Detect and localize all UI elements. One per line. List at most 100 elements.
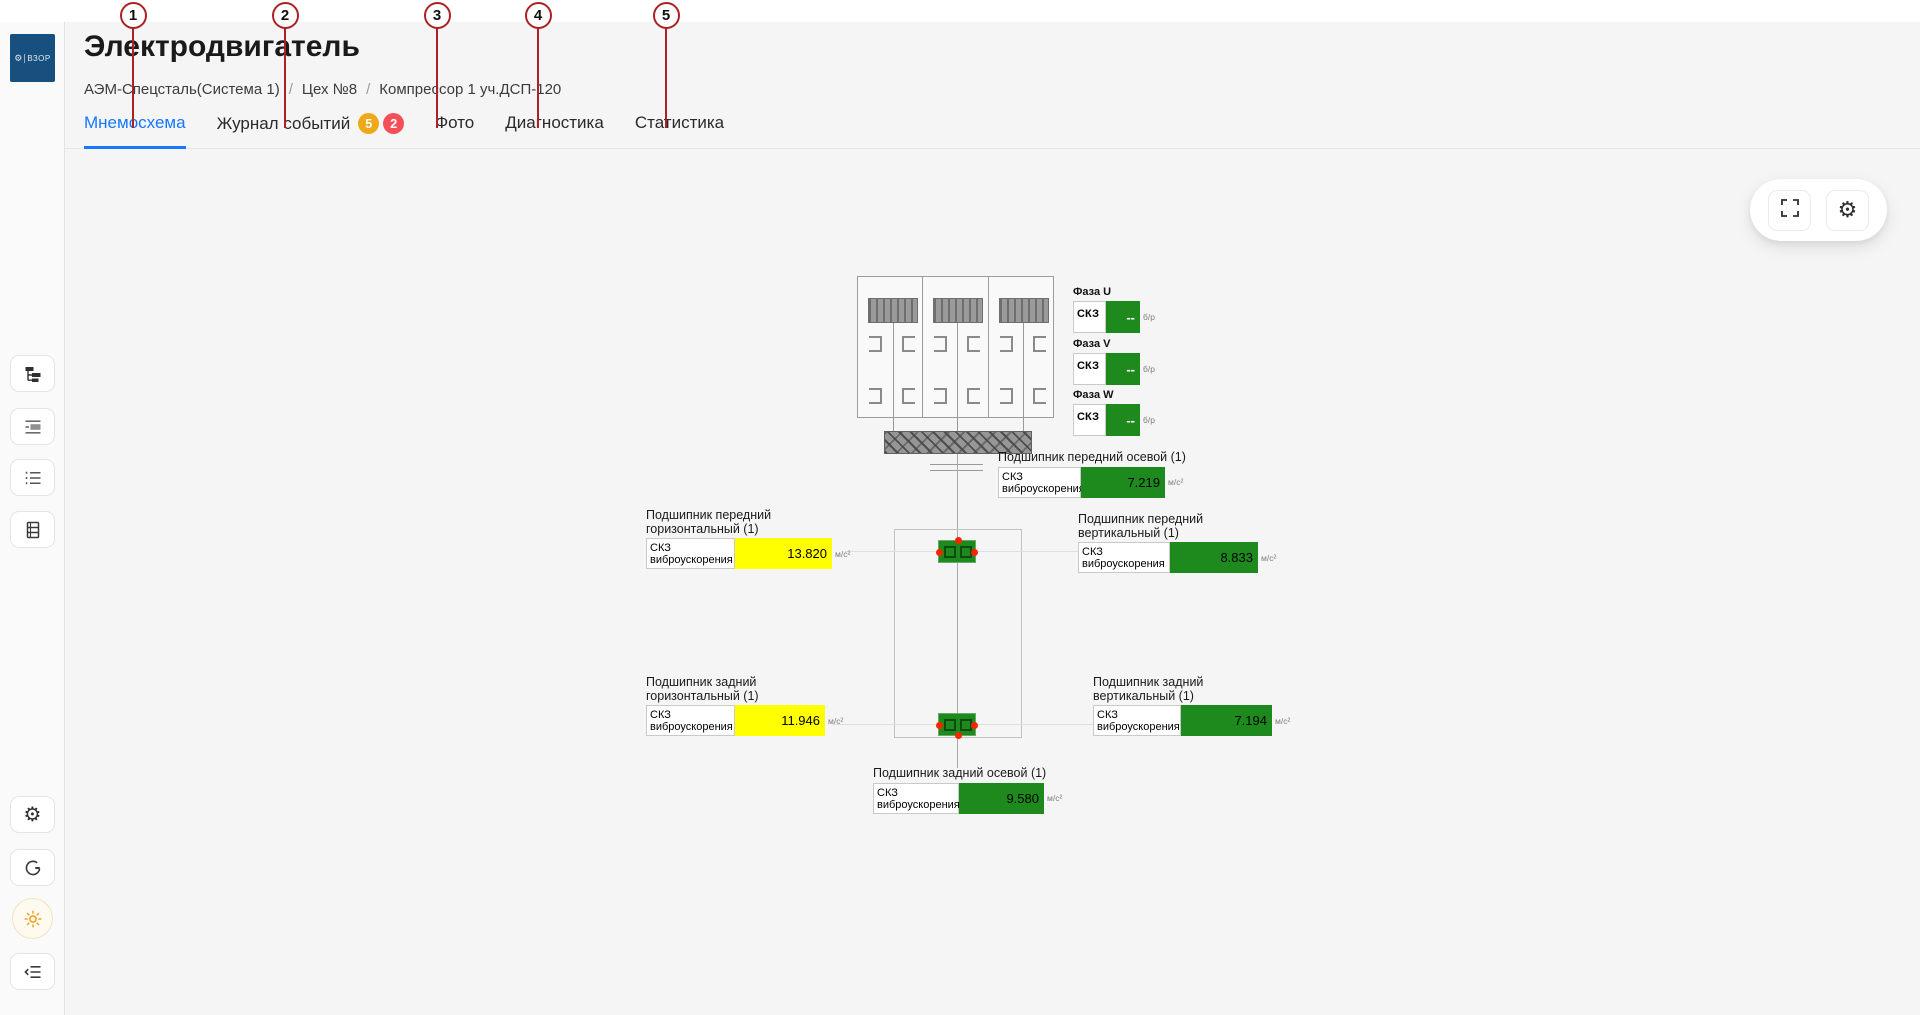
- metric-name: СКЗ: [1073, 404, 1106, 436]
- gear-icon: ⚙: [23, 803, 42, 826]
- winding-slot: [967, 336, 980, 352]
- bearing-value-box[interactable]: 7.194: [1181, 705, 1272, 736]
- phase-value-box[interactable]: --: [1106, 404, 1140, 436]
- annotation-circle: 3: [423, 2, 451, 29]
- sensor-point-dot: [971, 549, 978, 556]
- breadcrumb-item[interactable]: Цех №8: [301, 81, 358, 98]
- bearing-panel-front-vertical: Подшипник передний вертикальный (1) СКЗ …: [1078, 512, 1277, 573]
- sidebar-button-structure[interactable]: [10, 355, 55, 392]
- annotation-line: [435, 16, 439, 128]
- bearing-value-box[interactable]: 9.580: [959, 782, 1044, 814]
- winding-slot: [1000, 336, 1013, 352]
- rear-bearing-symbol[interactable]: [936, 713, 978, 739]
- phase-name: Фаза W: [1073, 389, 1114, 401]
- winding-slot: [869, 388, 882, 404]
- logo-gear-icon: ⚙: [14, 52, 23, 63]
- unit-label: м/с²: [1275, 715, 1291, 726]
- annotation-line: [664, 16, 668, 128]
- connector-line: [977, 724, 1093, 725]
- bearing-value-box[interactable]: 13.820: [735, 538, 832, 569]
- bearing-title: Подшипник передний горизонтальный (1): [646, 508, 772, 536]
- phase-panel-w: Фаза W СКЗ -- б/р: [1073, 389, 1155, 436]
- metric-name: СКЗ виброускорения: [1078, 542, 1170, 573]
- metric-name: СКЗ виброускорения: [1093, 705, 1181, 736]
- settings-button[interactable]: ⚙: [10, 796, 55, 833]
- power-icon: [23, 858, 43, 878]
- bullet-list-icon: [23, 468, 43, 488]
- content-background: [65, 22, 1920, 1015]
- phase-value-box[interactable]: --: [1106, 353, 1140, 385]
- bearing-value-box[interactable]: 11.946: [735, 705, 825, 736]
- tab-photo[interactable]: Фото: [435, 113, 475, 132]
- bearing-panel-rear-axial: Подшипник задний осевой (1) СКЗ виброуск…: [873, 766, 1063, 814]
- tab-event-log[interactable]: Журнал событий 5 2: [217, 113, 405, 147]
- list-panel-icon: [23, 417, 43, 437]
- metric-name: СКЗ: [1073, 353, 1106, 385]
- stator-block: [868, 298, 918, 323]
- bearing-element: [944, 546, 956, 558]
- logout-button[interactable]: [10, 849, 55, 886]
- bearing-panel-front-horizontal: Подшипник передний горизонтальный (1) СК…: [646, 508, 851, 569]
- unit-label: б/р: [1143, 312, 1155, 322]
- bearing-title: Подшипник задний вертикальный (1): [1093, 675, 1204, 703]
- metric-name: СКЗ виброускорения: [998, 466, 1085, 498]
- sensor-point-dot: [955, 537, 962, 544]
- tab-bar: Мнемосхема Журнал событий 5 2 Фото Диагн…: [84, 113, 724, 149]
- winding-slot: [934, 336, 947, 352]
- logo-divider: [24, 53, 26, 63]
- breadcrumb-item[interactable]: АЭМ-Спецсталь(Система 1): [84, 81, 280, 98]
- tab-mnemoscheme[interactable]: Мнемосхема: [84, 113, 186, 149]
- canvas-settings-button[interactable]: ⚙: [1826, 189, 1869, 231]
- annotation-circle: 2: [271, 2, 299, 29]
- tab-diagnostics[interactable]: Диагностика: [505, 113, 604, 132]
- unit-label: б/р: [1143, 364, 1155, 374]
- fullscreen-button[interactable]: [1768, 189, 1811, 231]
- winding-slot: [1033, 336, 1046, 352]
- breadcrumb-separator: /: [366, 81, 371, 98]
- front-bearing-symbol[interactable]: [936, 537, 978, 563]
- fullscreen-icon: [1779, 197, 1801, 224]
- phase-panel-v: Фаза V СКЗ -- б/р: [1073, 338, 1155, 385]
- bearing-title: Подшипник передний осевой (1): [998, 450, 1186, 464]
- event-log-badges: 5 2: [358, 113, 405, 134]
- bearing-value-box[interactable]: 7.219: [1081, 466, 1165, 498]
- app-logo[interactable]: ⚙ ВЗОР: [10, 34, 55, 82]
- sidebar-button-reports[interactable]: [10, 511, 55, 548]
- metric-name: СКЗ: [1073, 301, 1106, 333]
- bearing-value-box[interactable]: 8.833: [1170, 542, 1258, 573]
- winding-slot: [1033, 388, 1046, 404]
- bearing-element: [944, 719, 956, 731]
- sidebar-button-events-list[interactable]: [10, 459, 55, 496]
- winding-slot: [902, 336, 915, 352]
- theme-toggle-button[interactable]: [12, 898, 53, 939]
- annotation-circle: 1: [119, 2, 147, 29]
- annotation-line: [536, 16, 540, 128]
- bearing-panel-rear-vertical: Подшипник задний вертикальный (1) СКЗ ви…: [1093, 675, 1291, 736]
- connector-line: [845, 551, 938, 552]
- annotation-circle: 5: [652, 2, 680, 29]
- unit-label: м/с²: [835, 548, 851, 559]
- bearing-panel-rear-horizontal: Подшипник задний горизонтальный (1) СКЗ …: [646, 675, 844, 736]
- unit-label: м/с²: [828, 715, 844, 726]
- unit-label: м/с²: [1261, 552, 1277, 563]
- sun-icon: [23, 909, 43, 929]
- unit-label: м/с²: [1047, 793, 1063, 803]
- motor-section-divider: [922, 276, 923, 418]
- winding-slot: [902, 388, 915, 404]
- annotation-line: [283, 16, 287, 128]
- unit-label: м/с²: [1168, 477, 1184, 487]
- breadcrumb-item[interactable]: Компрессор 1 уч.ДСП-120: [379, 81, 562, 98]
- tab-statistics[interactable]: Статистика: [634, 113, 725, 132]
- stator-block: [933, 298, 983, 323]
- winding-slot: [967, 388, 980, 404]
- canvas-toolbar: ⚙: [1750, 179, 1887, 241]
- phase-panel-u: Фаза U СКЗ -- б/р: [1073, 286, 1155, 333]
- annotation-circle: 4: [524, 2, 552, 29]
- sidebar-button-mnemoschemes[interactable]: [10, 408, 55, 445]
- phase-name: Фаза U: [1073, 286, 1112, 298]
- bearing-title: Подшипник передний вертикальный (1): [1078, 512, 1204, 540]
- collapse-menu-button[interactable]: [10, 953, 55, 990]
- phase-value-box[interactable]: --: [1106, 301, 1140, 333]
- phase-lead-line: [893, 323, 894, 431]
